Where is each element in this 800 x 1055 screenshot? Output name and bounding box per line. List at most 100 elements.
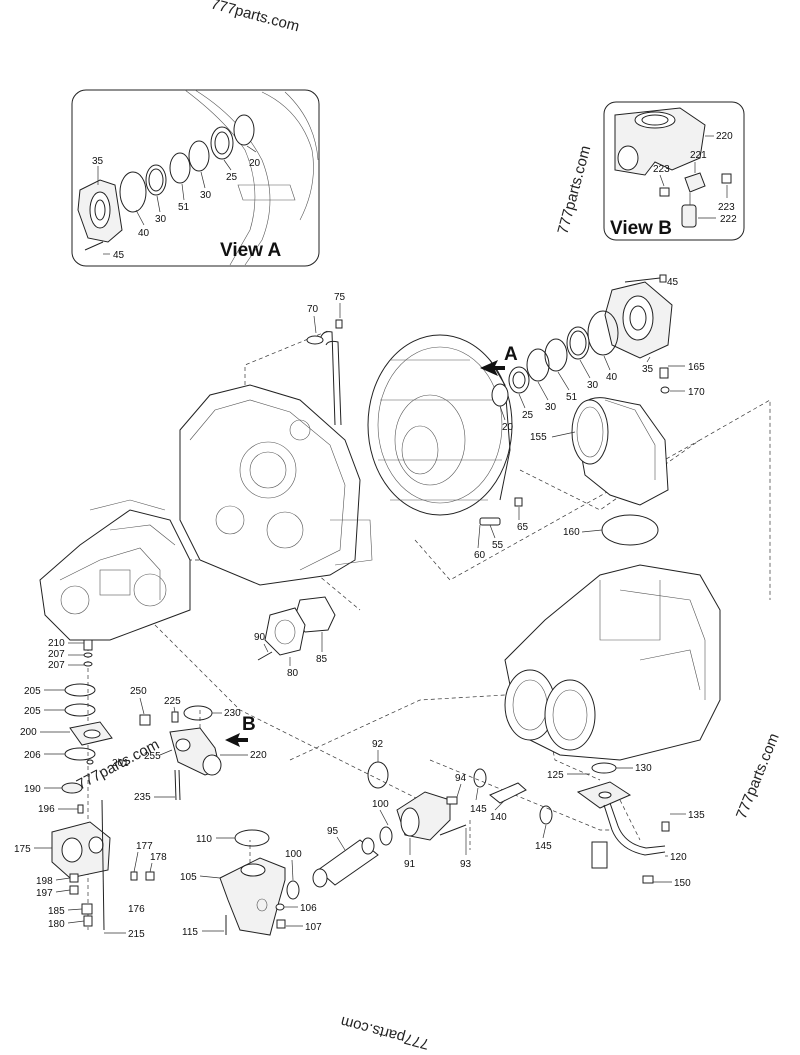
callout-120: 120: [670, 852, 687, 863]
output-flange-stack: [480, 274, 673, 407]
callout-180: 180: [48, 919, 65, 930]
callout-125: 125: [547, 770, 564, 781]
callout-70: 70: [307, 304, 319, 315]
bell-housing: [367, 334, 513, 516]
callout-185: 185: [48, 906, 65, 917]
view-a-callout-40: 40: [138, 228, 150, 239]
breather-pipe: [306, 303, 343, 426]
filter-assembly: [219, 761, 467, 936]
callout-175: 175: [14, 844, 31, 855]
view-b-title: View B: [610, 218, 672, 239]
callout-105: 105: [180, 872, 197, 883]
callout-235: 235: [134, 792, 151, 803]
callout-160: 160: [563, 527, 580, 538]
callout-100a: 100: [372, 799, 389, 810]
callout-205a: 205: [24, 686, 41, 697]
callout-178: 178: [150, 852, 167, 863]
callout-207b: 207: [48, 660, 65, 671]
callout-30b: 30: [587, 380, 599, 391]
callout-35: 35: [642, 364, 654, 375]
view-a-callout-25: 25: [226, 172, 238, 183]
view-b-callout-220: 220: [716, 131, 733, 142]
callout-115: 115: [182, 927, 198, 938]
callout-230: 230: [224, 708, 241, 719]
callout-55: 55: [492, 540, 504, 551]
callout-85: 85: [316, 654, 328, 665]
callout-30a: 30: [545, 402, 557, 413]
callout-20: 20: [502, 422, 514, 433]
suction-pipe: [473, 762, 670, 884]
view-a-callout-20: 20: [249, 158, 261, 169]
view-a-inset: 35 40 30 51 30 25 20 45 View A: [71, 89, 320, 267]
callout-leaders: [34, 281, 686, 934]
callout-65: 65: [517, 522, 529, 533]
callout-130: 130: [635, 763, 652, 774]
callout-165: 165: [688, 362, 705, 373]
callout-25: 25: [522, 410, 534, 421]
watermark-top: 777parts.com: [209, 0, 301, 35]
callout-labels: 70 75 45 A 20 25 30 51 30 40 35 165 170 …: [14, 277, 705, 940]
callout-107: 107: [305, 922, 322, 933]
transmission-case: [504, 564, 721, 761]
callout-200: 200: [20, 727, 37, 738]
callout-145b: 145: [535, 841, 552, 852]
view-b-inset: 220 221 223 223 222 View B: [603, 101, 745, 241]
callout-40: 40: [606, 372, 618, 383]
callout-177: 177: [136, 841, 153, 852]
callout-100b: 100: [285, 849, 302, 860]
view-b-callout-221: 221: [690, 150, 707, 161]
callout-196: 196: [38, 804, 55, 815]
callout-225: 225: [164, 696, 181, 707]
view-a-callout-30a: 30: [155, 214, 167, 225]
callout-60: 60: [474, 550, 486, 561]
callout-176: 176: [128, 904, 145, 915]
valve-body-220: [139, 705, 248, 801]
callout-92: 92: [372, 739, 384, 750]
callout-145a: 145: [470, 804, 487, 815]
callout-201: 201: [112, 758, 129, 769]
callout-arrow-b: B: [242, 714, 256, 735]
callout-215: 215: [128, 929, 145, 940]
watermark-right: 777parts.com: [733, 731, 783, 822]
view-a-callout-45: 45: [113, 250, 125, 261]
callout-198: 198: [36, 876, 53, 887]
callout-45: 45: [667, 277, 679, 288]
view-b-callout-222: 222: [720, 214, 737, 225]
callout-170: 170: [688, 387, 705, 398]
callout-205b: 205: [24, 706, 41, 717]
main-housing: [179, 384, 373, 586]
callout-91: 91: [404, 859, 416, 870]
callout-110: 110: [196, 834, 212, 845]
watermark-center: 777parts.com: [554, 144, 594, 236]
callout-197: 197: [36, 888, 53, 899]
callout-210: 210: [48, 638, 65, 649]
callout-arrow-a: A: [504, 344, 518, 365]
callout-94: 94: [455, 773, 467, 784]
pump-assembly: [39, 499, 191, 641]
callout-250: 250: [130, 686, 147, 697]
view-a-callout-51: 51: [178, 202, 190, 213]
callout-135: 135: [688, 810, 705, 821]
view-b-callout-223b: 223: [718, 202, 735, 213]
callout-190: 190: [24, 784, 41, 795]
watermark-bottom: 777parts.com: [339, 1013, 431, 1053]
callout-207a: 207: [48, 649, 65, 660]
view-a-callout-35: 35: [92, 156, 104, 167]
callout-95: 95: [327, 826, 339, 837]
callout-206: 206: [24, 750, 41, 761]
view-a-title: View A: [220, 240, 282, 261]
converter-housing: [479, 367, 670, 546]
callout-90: 90: [254, 632, 266, 643]
callout-80: 80: [287, 668, 299, 679]
filter-valve-stack: [51, 639, 155, 931]
callout-140: 140: [490, 812, 507, 823]
callout-106: 106: [300, 903, 317, 914]
view-b-callout-223a: 223: [653, 164, 670, 175]
view-a-callout-30b: 30: [200, 190, 212, 201]
callout-75: 75: [334, 292, 346, 303]
callout-220: 220: [250, 750, 267, 761]
side-cover: [257, 596, 336, 661]
callout-51: 51: [566, 392, 578, 403]
callout-93: 93: [460, 859, 472, 870]
